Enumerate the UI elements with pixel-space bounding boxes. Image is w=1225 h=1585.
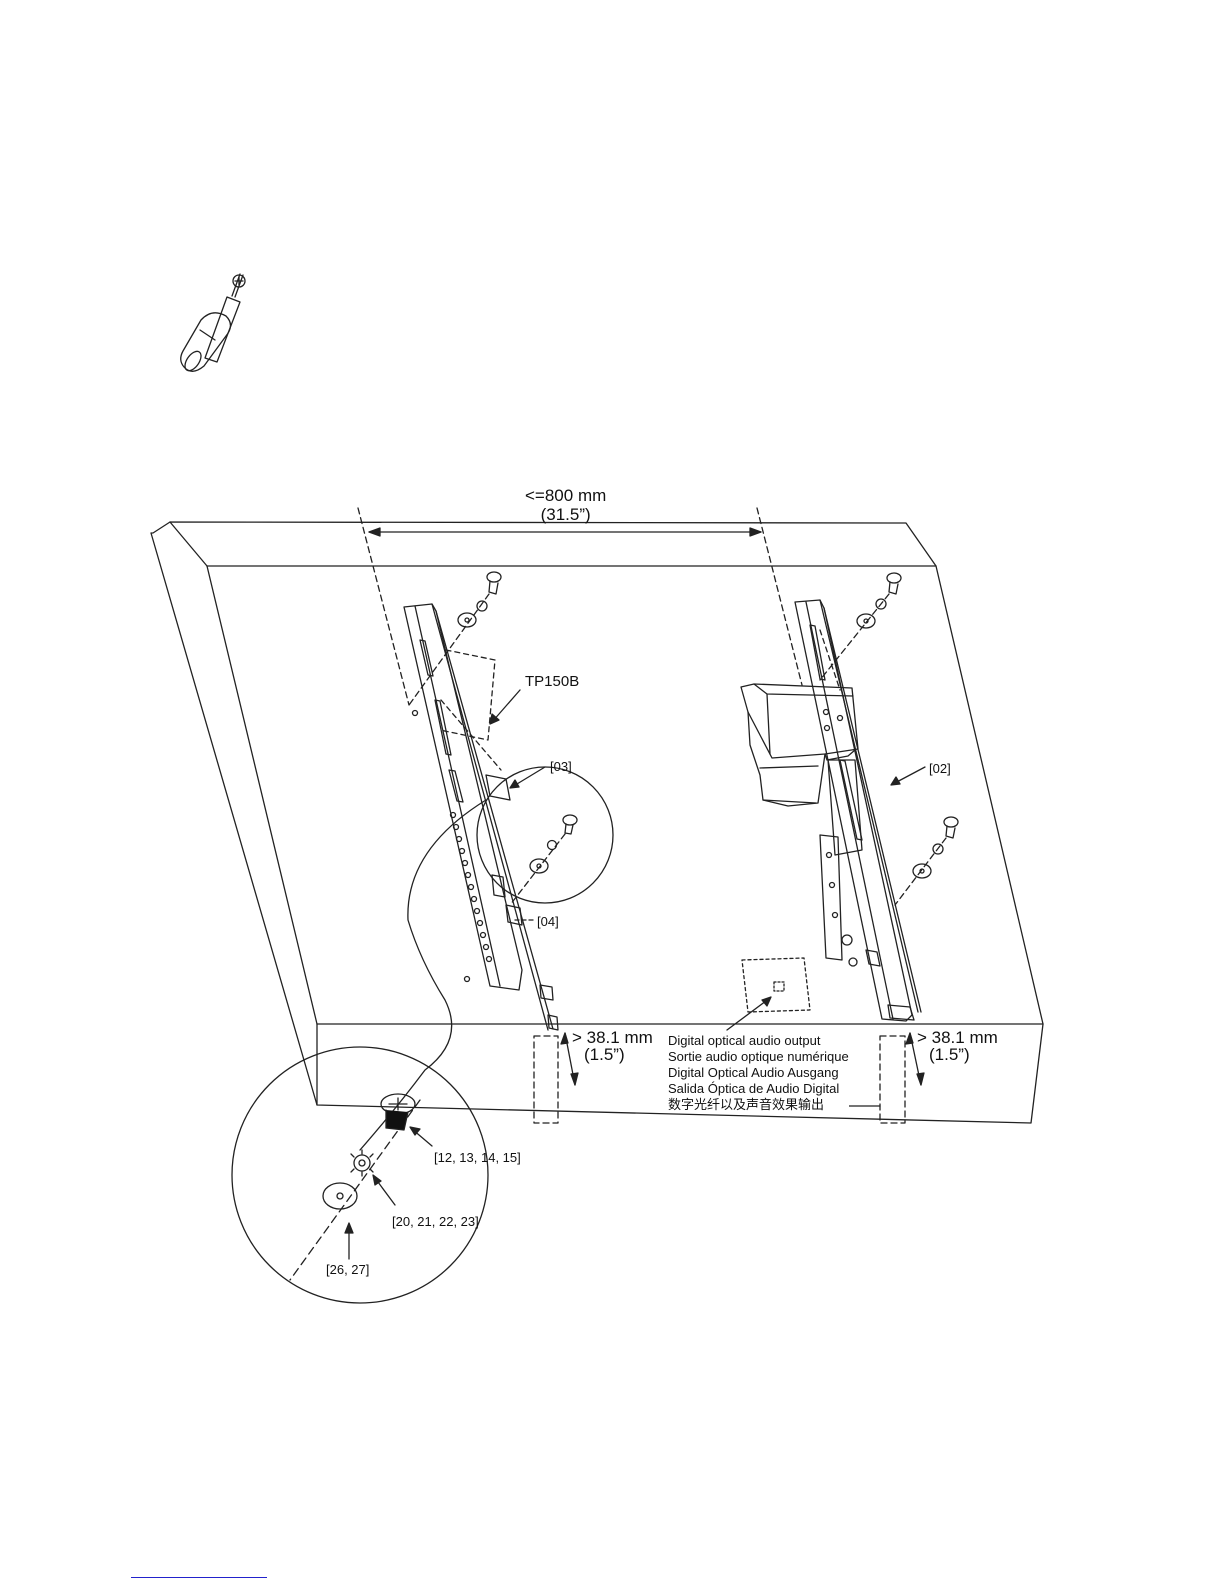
optical-output-zh: 数字光纤以及声音效果输出	[668, 1097, 849, 1113]
optical-port-area	[727, 958, 810, 1030]
clearance-left-label: > 38.1 mm (1.5”)	[572, 1029, 653, 1063]
width-dimension	[358, 508, 802, 705]
clearance-right-label: > 38.1 mm (1.5”)	[917, 1029, 998, 1063]
clearance-left-inch: (1.5”)	[572, 1046, 653, 1063]
optical-output-de: Digital Optical Audio Ausgang	[668, 1065, 849, 1081]
optical-output-es: Salida Óptica de Audio Digital	[668, 1081, 849, 1097]
hardware-stack-bottom-right	[895, 817, 958, 905]
optical-output-en: Digital optical audio output	[668, 1033, 849, 1049]
lock-washer-part-label: [20, 21, 22, 23]	[392, 1214, 479, 1229]
tp150b-label: TP150B	[525, 673, 579, 690]
optical-output-label: Digital optical audio output Sortie audi…	[668, 1033, 849, 1113]
part-04-label: [04]	[537, 914, 559, 929]
hardware-stack-top-right	[820, 573, 901, 680]
part-03-label: [03]	[550, 759, 572, 774]
lock-washer-icon	[351, 1150, 373, 1176]
right-bracket	[795, 600, 921, 1021]
phillips-screwdriver-icon	[181, 274, 245, 373]
clearance-left-mm: > 38.1 mm	[572, 1029, 653, 1046]
flat-washer-part-label: [26, 27]	[326, 1262, 369, 1277]
footer-rule	[131, 1577, 267, 1578]
soundbar-box	[741, 684, 862, 966]
width-dimension-label: <=800 mm (31.5”)	[525, 486, 606, 524]
width-dimension-mm: <=800 mm	[525, 486, 606, 505]
pointer-arrows	[490, 690, 925, 920]
flat-washer-icon	[323, 1183, 357, 1209]
clearance-right-mm: > 38.1 mm	[917, 1029, 998, 1046]
part-02-label: [02]	[929, 761, 951, 776]
bracket-hole-column	[451, 813, 492, 962]
left-bracket	[404, 604, 558, 1030]
clearance-right-inch: (1.5”)	[917, 1046, 998, 1063]
screw-part-label: [12, 13, 14, 15]	[434, 1150, 521, 1165]
width-dimension-inch: (31.5”)	[525, 505, 606, 524]
optical-output-fr: Sortie audio optique numérique	[668, 1049, 849, 1065]
